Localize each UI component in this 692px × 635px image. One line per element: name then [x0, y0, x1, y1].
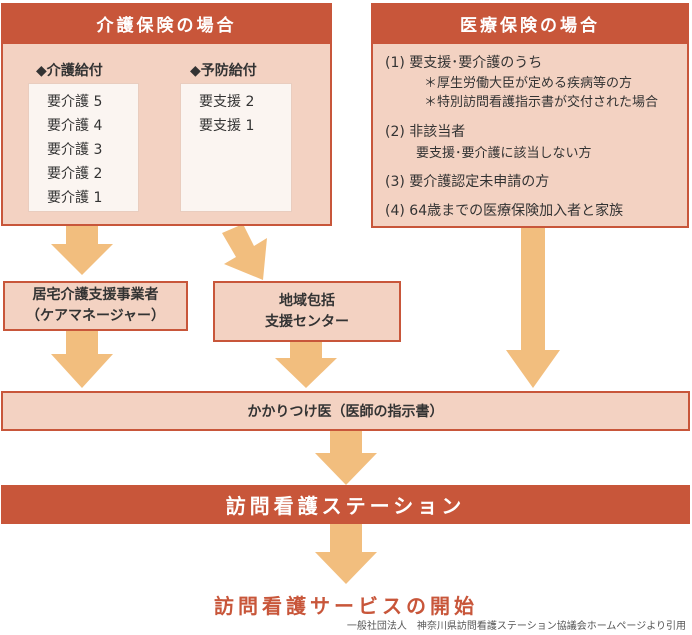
- arrow-caremanager-to-doctor: [51, 331, 113, 388]
- shien-level-2: 要支援 2: [199, 94, 255, 110]
- source-credit: 一般社団法人 神奈川県訪問看護ステーション協議会ホームページより引用: [346, 621, 686, 632]
- yobo-kyufu-heading: ◆予防給付: [190, 63, 257, 79]
- medical-item-1-sub-a: ＊厚生労働大臣が定める疾病等の方: [424, 76, 633, 91]
- support-center-line1: 地域包括: [279, 292, 335, 309]
- family-doctor-band: かかりつけ医（医師の指示書）: [1, 391, 690, 431]
- arrow-doctor-to-station: [315, 431, 377, 485]
- arrow-medical-to-doctor: [506, 228, 560, 388]
- kaigo-kyufu-list: 要介護 5 要介護 4 要介護 3 要介護 2 要介護 1: [28, 83, 139, 212]
- arrow-center-to-doctor: [275, 342, 337, 388]
- kaigo-level-5: 要介護 5: [47, 94, 103, 110]
- medical-item-1-sub-b: ＊特別訪問看護指示書が交付された場合: [424, 95, 659, 110]
- kaigo-level-1: 要介護 1: [47, 190, 103, 206]
- care-manager-box: 居宅介護支援事業者 （ケアマネージャー）: [3, 281, 188, 331]
- care-insurance-title: 介護保険の場合: [1, 3, 332, 44]
- shien-level-1: 要支援 1: [199, 118, 255, 134]
- medical-item-4: (4) 64歳までの医療保険加入者と家族: [385, 203, 624, 219]
- medical-item-2: (2) 非該当者: [385, 124, 466, 140]
- care-manager-line1: 居宅介護支援事業者: [32, 287, 159, 303]
- service-start-text: 訪問看護サービスの開始: [214, 594, 478, 618]
- kaigo-kyufu-heading: ◆介護給付: [36, 63, 103, 79]
- kaigo-level-2: 要介護 2: [47, 166, 103, 182]
- kaigo-level-4: 要介護 4: [47, 118, 103, 134]
- yobo-kyufu-list: 要支援 2 要支援 1: [180, 83, 292, 212]
- support-center-box: 地域包括 支援センター: [213, 281, 401, 342]
- arrow-care-to-caremanager: [51, 226, 113, 275]
- kaigo-level-3: 要介護 3: [47, 142, 103, 158]
- care-manager-line2: （ケアマネージャー）: [25, 308, 166, 324]
- support-center-line2: 支援センター: [265, 313, 349, 330]
- arrow-station-to-start: [315, 524, 377, 584]
- visiting-nurse-station-band: 訪問看護ステーション: [1, 485, 690, 524]
- arrow-prevention-to-center: [222, 224, 267, 280]
- medical-insurance-title: 医療保険の場合: [371, 3, 689, 44]
- medical-item-3: (3) 要介護認定未申請の方: [385, 174, 550, 190]
- medical-item-1: (1) 要支援･要介護のうち: [385, 55, 543, 71]
- medical-item-2-sub: 要支援･要介護に該当しない方: [416, 146, 592, 161]
